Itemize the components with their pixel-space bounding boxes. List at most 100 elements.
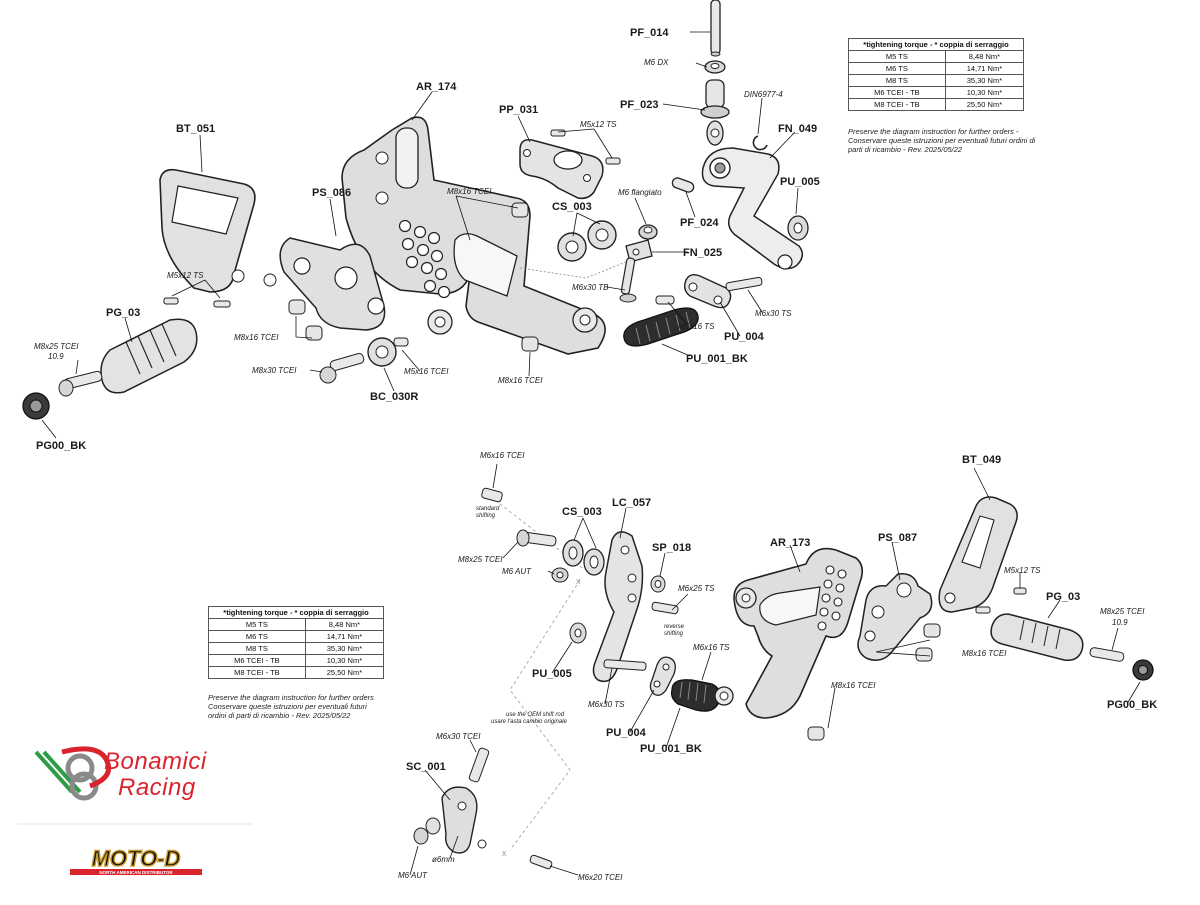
m6x16-tcei-bolt — [481, 487, 503, 503]
pf-024-pin — [671, 177, 695, 193]
din6977-circlip — [752, 135, 768, 151]
bonamici-logo-mark — [34, 746, 112, 801]
label-m6-aut-bottom: M6 AUT — [398, 871, 428, 880]
label-ps-087: PS_087 — [878, 532, 917, 544]
pg-03-footpeg-bottom — [990, 613, 1084, 662]
note-top-line: Preserve the diagram instruction for fur… — [848, 127, 1019, 136]
moto-d-logo: MOTO-D NORTH AMERICAN DISTRIBUTOR — [66, 845, 206, 877]
note-bottom-line: Preserve the diagram instruction for fur… — [208, 693, 374, 702]
torque-cell: 35,30 Nm* — [304, 642, 385, 655]
sp-018-spacer — [650, 575, 666, 593]
label-m6x20-tcei: M6x20 TCEI — [578, 873, 623, 882]
label-pf-024: PF_024 — [680, 217, 719, 229]
label-oem-note-line2: usare l'asta cambio originale — [491, 719, 568, 725]
label-x-mark-1: x — [576, 576, 581, 586]
pf-023-rod-end — [700, 79, 730, 146]
torque-cell: M6 TS — [848, 62, 946, 75]
label-x-mark-2: x — [502, 848, 507, 858]
torque-cell: M8 TCEI - TB — [208, 666, 306, 679]
label-pg00-bk-bottom: PG00_BK — [1107, 699, 1157, 711]
pu-001-bk-rubber-top — [623, 307, 699, 347]
m5x12-ts-screws-bt — [163, 297, 231, 308]
label-standard-line1: standard — [476, 506, 500, 512]
label-pg-03-top: PG_03 — [106, 307, 140, 319]
label-pg00-bk-top: PG00_BK — [36, 440, 86, 452]
moto-d-wordmark: MOTO-D — [92, 846, 181, 871]
torque-cell: 8,48 Nm* — [944, 50, 1025, 63]
brand-name-line1: Bonamici — [104, 748, 207, 775]
label-m6x30-tcei: M6x30 TCEI — [436, 732, 481, 741]
note-top: Preserve the diagram instruction for fur… — [848, 127, 1058, 154]
note-top-line: Conservare queste istruzioni per eventua… — [848, 136, 1036, 145]
m8x16-tcei-bolts-top — [288, 202, 539, 352]
torque-cell: 10,30 Nm* — [944, 86, 1025, 99]
label-pp-031: PP_031 — [499, 104, 538, 116]
torque-table-top: *tightening torque - * coppia di serragg… — [848, 38, 1025, 111]
label-m6x30-ts-top: M6x30 TS — [755, 309, 792, 318]
pp-031-plate — [519, 138, 604, 200]
torque-cell: M8 TS — [848, 74, 946, 87]
label-m6-flangiato: M6 flangiato — [618, 188, 662, 197]
torque-cell: 25,50 Nm* — [304, 666, 385, 679]
m8x25-tcei-bolt-top — [58, 370, 103, 397]
bc-030r-bushing — [367, 337, 409, 367]
label-m8x16-tcei-ar: M8x16 TCEI — [447, 187, 492, 196]
ar-174-main-bracket — [341, 116, 606, 355]
label-pu-004-bottom: PU_004 — [606, 727, 647, 739]
part-labels: PF_014 M6 DX PF_023 DIN6977-4 FN_049 AR_… — [34, 27, 1157, 882]
label-m6x16-ts-bottom: M6x16 TS — [693, 643, 730, 652]
pg00-bk-end-cap-top — [22, 392, 50, 420]
fn-025-bracket — [625, 239, 653, 263]
m6-aut-nut-bottom — [413, 817, 441, 845]
torque-cell: M8 TCEI - TB — [848, 98, 946, 111]
m6x30-ts-bolt-top — [725, 276, 763, 292]
lc-057-lever — [592, 531, 644, 683]
label-ps-086: PS_086 — [312, 187, 351, 199]
ps-087-plate — [857, 573, 933, 661]
label-bc-030r: BC_030R — [370, 391, 418, 403]
label-pf-023: PF_023 — [620, 99, 659, 111]
label-pg-03-bottom: PG_03 — [1046, 591, 1080, 603]
label-fn-049: FN_049 — [778, 123, 817, 135]
note-top-line: parti di ricambio - Rev. 2025/05/22 — [848, 145, 963, 154]
torque-cell: 8,48 Nm* — [304, 618, 385, 631]
brand-name-line2: Racing — [118, 774, 196, 801]
label-pu-005-top: PU_005 — [780, 176, 820, 188]
note-bottom-line: ordini di parti di ricambio - Rev. 2025/… — [208, 711, 351, 720]
label-m8x16-tcei-ps: M8x16 TCEI — [234, 333, 279, 342]
cs-003-bearings-bottom — [562, 539, 605, 576]
label-ar-174: AR_174 — [416, 81, 457, 93]
label-m8x25-tcei-center: M8x25 TCEI — [458, 555, 503, 564]
label-din6977: DIN6977-4 — [744, 90, 783, 99]
torque-cell: M6 TCEI - TB — [208, 654, 306, 667]
m6-dx-nut — [704, 60, 726, 74]
torque-cell: 14,71 Nm* — [944, 62, 1025, 75]
label-10-9-bottom: 10.9 — [1112, 618, 1128, 627]
m8x30-tcei-bolt — [319, 352, 365, 384]
moto-d-subtitle: NORTH AMERICAN DISTRIBUTOR — [99, 870, 173, 875]
torque-cell: M6 TS — [208, 630, 306, 643]
label-m6x16-tcei: M6x16 TCEI — [480, 451, 525, 460]
label-m6-aut: M6 AUT — [502, 567, 532, 576]
label-lc-057: LC_057 — [612, 497, 651, 509]
m6-aut-nut — [551, 567, 569, 583]
bt-049-heel-guard — [938, 496, 1018, 613]
label-m6x30-tb: M6x30 TB — [572, 283, 609, 292]
label-reverse-line1: reverse — [664, 624, 685, 630]
label-m5x12-ts-bt: M5x12 TS — [167, 271, 204, 280]
label-m5x12-ts-pp: M5x12 TS — [580, 120, 617, 129]
label-cs-003-bottom: CS_003 — [562, 506, 602, 518]
m6x30-tb-bolt — [619, 257, 637, 303]
note-bottom: Preserve the diagram instruction for fur… — [208, 693, 398, 720]
label-sp-018: SP_018 — [652, 542, 691, 554]
torque-cell: 35,30 Nm* — [944, 74, 1025, 87]
label-m6x25-ts: M6x25 TS — [678, 584, 715, 593]
label-fn-025: FN_025 — [683, 247, 722, 259]
m6x20-tcei-bolt — [529, 854, 553, 870]
label-cs-003-top: CS_003 — [552, 201, 592, 213]
torque-cell: M5 TS — [208, 618, 306, 631]
bottom-assembly-guide-lines — [494, 499, 586, 851]
label-m8x16-tcei-ar-173: M8x16 TCEI — [831, 681, 876, 690]
